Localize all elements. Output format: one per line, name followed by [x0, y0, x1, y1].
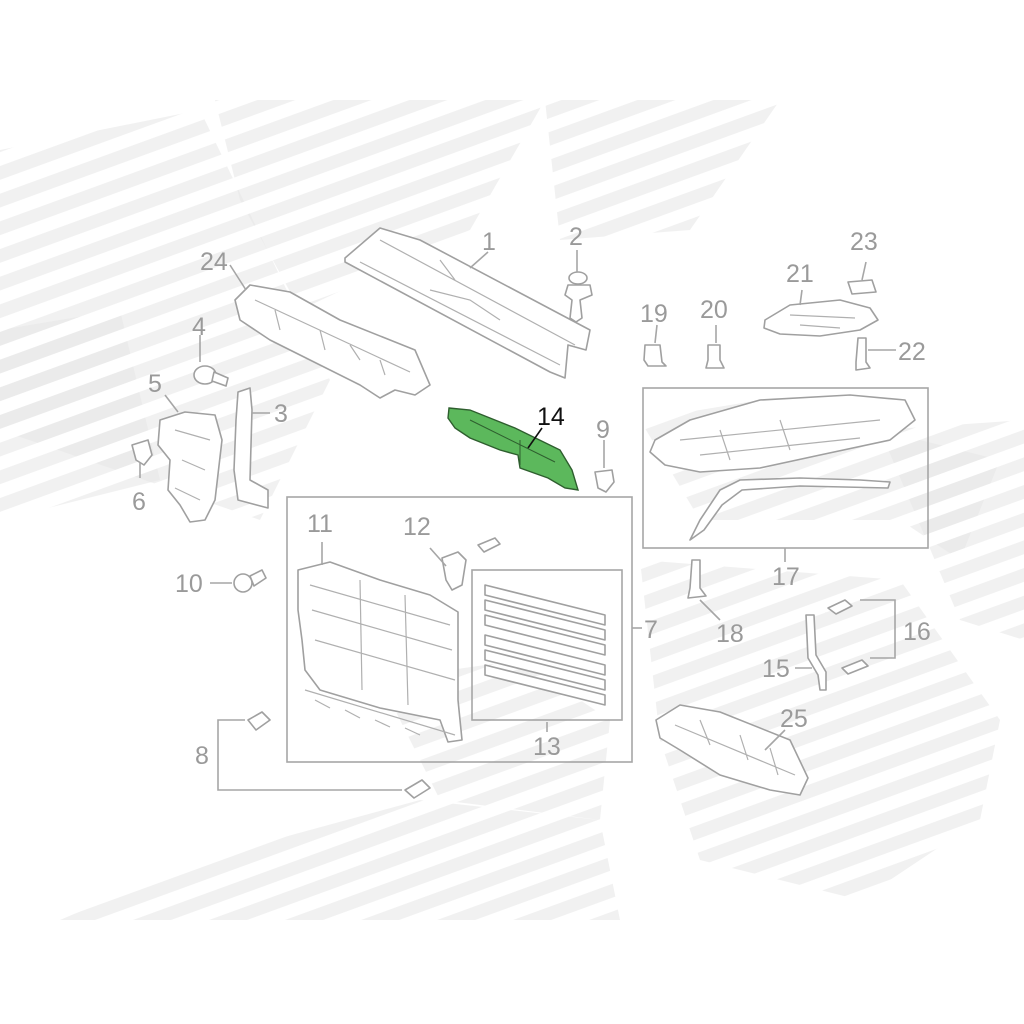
callout-17[interactable]: 17 [772, 563, 800, 591]
part-16-bolts[interactable] [827, 599, 869, 675]
part-8-screws[interactable] [247, 711, 431, 799]
callout-11[interactable]: 11 [307, 510, 333, 538]
callout-4[interactable]: 4 [192, 313, 206, 341]
part-21-shield[interactable] [763, 299, 879, 337]
callout-8[interactable]: 8 [195, 742, 209, 770]
part-12-bracket[interactable] [441, 537, 501, 591]
part-19-pin[interactable] [643, 344, 667, 367]
callout-23[interactable]: 23 [850, 228, 878, 256]
callout-6[interactable]: 6 [132, 488, 146, 516]
part-24-bracket-panel[interactable] [234, 284, 431, 399]
part-25-lower-shield[interactable] [655, 704, 809, 796]
part-3-vertical-seal[interactable] [233, 387, 269, 509]
part-18-bolt[interactable] [687, 559, 707, 599]
group-box-7 [286, 496, 633, 763]
part-9-clip[interactable] [594, 469, 615, 493]
callout-14[interactable]: 14 [537, 403, 565, 431]
part-4-bolt[interactable] [193, 365, 229, 387]
callout-9[interactable]: 9 [596, 416, 610, 444]
callout-3[interactable]: 3 [274, 400, 288, 428]
callout-5[interactable]: 5 [148, 370, 162, 398]
callout-19[interactable]: 19 [640, 300, 668, 328]
part-1-upper-shield[interactable] [344, 227, 591, 379]
group-box-13 [471, 569, 623, 721]
part-20-pin[interactable] [705, 344, 725, 369]
callout-20[interactable]: 20 [700, 296, 728, 324]
part-22-bolt[interactable] [855, 337, 871, 371]
callout-12[interactable]: 12 [403, 513, 431, 541]
part-2-push-clip[interactable] [564, 271, 593, 323]
part-15-rod[interactable] [805, 614, 827, 691]
callout-labels: 1 2 3 4 5 6 7 8 9 10 11 12 13 14 15 16 1… [132, 223, 931, 770]
leader-lines [139, 250, 896, 791]
part-17-underbody-shield[interactable] [649, 394, 916, 541]
callout-7[interactable]: 7 [644, 616, 658, 644]
callout-18[interactable]: 18 [716, 620, 744, 648]
callout-24[interactable]: 24 [200, 248, 228, 276]
callout-22[interactable]: 22 [898, 338, 926, 366]
callout-25[interactable]: 25 [780, 705, 808, 733]
watermark [0, 100, 1024, 920]
part-13-louvers[interactable] [484, 584, 606, 706]
part-5-side-bracket[interactable] [157, 411, 223, 523]
callout-10[interactable]: 10 [175, 570, 203, 598]
callout-13[interactable]: 13 [533, 733, 561, 761]
part-23-clip[interactable] [847, 279, 877, 295]
callout-21[interactable]: 21 [786, 260, 814, 288]
part-11-shutter-frame[interactable] [297, 561, 463, 743]
part-14-air-deflector[interactable] [447, 407, 579, 491]
callout-2[interactable]: 2 [569, 223, 583, 251]
part-6-clip[interactable] [131, 439, 153, 466]
callout-15[interactable]: 15 [762, 655, 790, 683]
part-10-clip[interactable] [233, 569, 267, 593]
callout-16[interactable]: 16 [903, 618, 931, 646]
callout-1[interactable]: 1 [482, 228, 496, 256]
